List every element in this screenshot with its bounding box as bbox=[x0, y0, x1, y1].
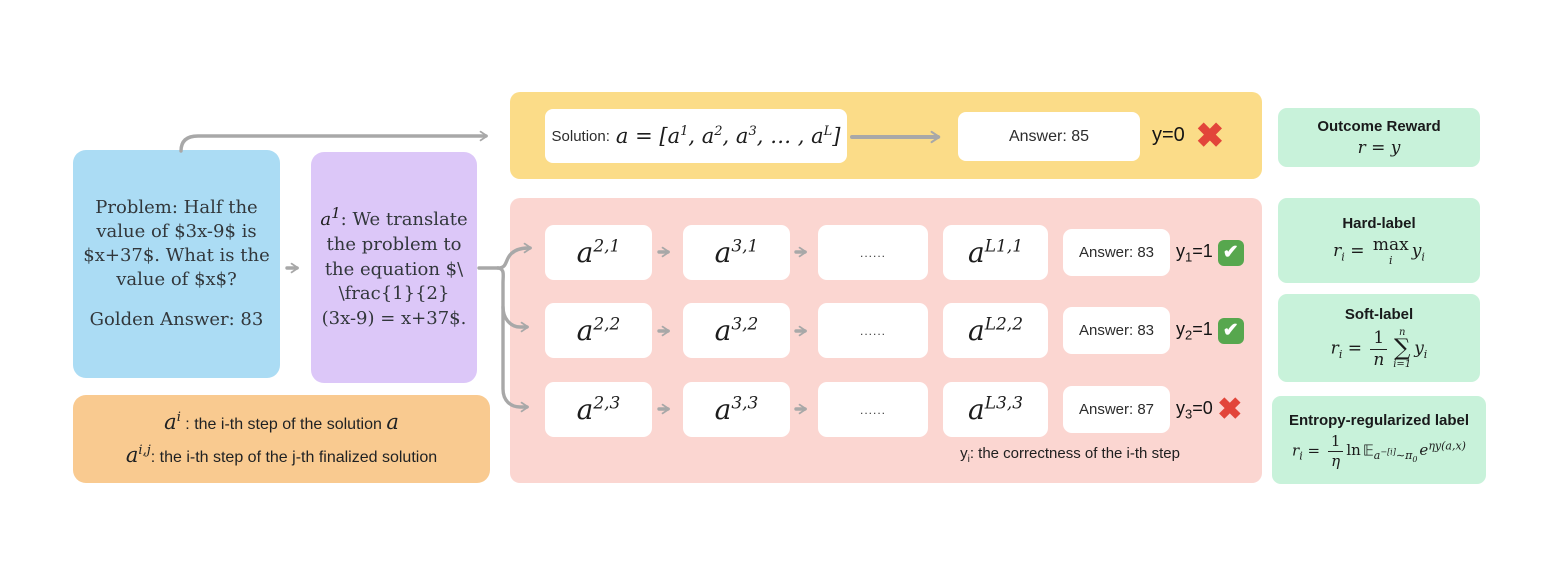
reward-title: Entropy-regularized label bbox=[1288, 411, 1470, 429]
step-cell: a2,1 bbox=[545, 225, 652, 280]
y-value-label: y2=1 bbox=[1176, 318, 1213, 343]
correct-check-icon bbox=[1217, 239, 1244, 266]
ellipsis-cell: ...... bbox=[818, 382, 928, 437]
solution-label: Solution: bbox=[551, 127, 610, 145]
step1-symbol: a1 bbox=[320, 203, 341, 230]
final-step-cell: aL1,1 bbox=[943, 225, 1048, 280]
answer-cell: Answer: 83 bbox=[1063, 229, 1170, 276]
step1-line: the problem to bbox=[326, 233, 462, 255]
final-step-cell: aL2,2 bbox=[943, 303, 1048, 358]
step1-line: \frac{1}{2} bbox=[338, 283, 450, 305]
outcome-reward-box: Outcome Reward r = y bbox=[1278, 108, 1480, 167]
row1-label: y1=1 bbox=[1176, 225, 1244, 280]
ellipsis-cell: ...... bbox=[818, 225, 928, 280]
final-answer-card: Answer: 85 bbox=[958, 112, 1140, 161]
row2-label: y2=1 bbox=[1176, 303, 1244, 358]
y-value-label: y3=0 bbox=[1176, 397, 1213, 422]
problem-to-solution-arrow bbox=[179, 130, 488, 153]
row3-label: y3=0 bbox=[1176, 382, 1245, 437]
sampled-continuations-panel: a2,1 a3,1 ...... aL1,1 Answer: 83 y1=1 a… bbox=[510, 198, 1262, 483]
reward-title: Soft-label bbox=[1344, 306, 1414, 324]
step-cell: a3,2 bbox=[683, 303, 790, 358]
step-cell: a3,1 bbox=[683, 225, 790, 280]
golden-answer: Golden Answer: 83 bbox=[89, 308, 264, 330]
reward-title: Hard-label bbox=[1342, 215, 1416, 232]
a-symbol: a bbox=[386, 410, 399, 435]
solution-formula: a = [a1, a2, a3, … , aL] bbox=[615, 124, 841, 148]
reward-title: Outcome Reward bbox=[1317, 117, 1441, 135]
first-step-box: a1: We translate the problem to the equa… bbox=[311, 152, 477, 383]
incorrect-cross-icon bbox=[1193, 119, 1227, 153]
problem-line: value of $x$? bbox=[116, 268, 237, 290]
correct-check-icon bbox=[1217, 317, 1244, 344]
problem-box: Problem: Half the value of $3x-9$ is $x+… bbox=[73, 150, 280, 378]
problem-line: value of $3x-9$ is bbox=[96, 221, 257, 243]
solution-card: Solution: a = [a1, a2, a3, … , aL] bbox=[545, 109, 847, 163]
step-cell: a3,3 bbox=[683, 382, 790, 437]
problem-line: $x+37$. What is the bbox=[83, 245, 270, 267]
problem-line: Problem: Half the bbox=[95, 197, 258, 219]
answer-cell: Answer: 83 bbox=[1063, 307, 1170, 354]
final-step-cell: aL3,3 bbox=[943, 382, 1048, 437]
notation-legend-box: ai : the i-th step of the solution a ai,… bbox=[73, 395, 490, 483]
answer-cell: Answer: 87 bbox=[1063, 386, 1170, 433]
incorrect-cross-icon bbox=[1215, 395, 1245, 425]
outcome-reward-formula: r = y bbox=[1357, 137, 1401, 158]
a-ij-symbol: ai,j bbox=[125, 443, 151, 467]
step1-line: (3x-9) = x+37$. bbox=[321, 308, 467, 330]
legend-line-1: ai : the i-th step of the solution a bbox=[164, 410, 399, 435]
legend-line-2: ai,j: the i-th step of the j-th finalize… bbox=[125, 443, 438, 467]
full-solution-panel: Solution: a = [a1, a2, a3, … , aL] Answe… bbox=[510, 92, 1262, 179]
y-value-label: y=0 bbox=[1152, 124, 1185, 146]
y-value-label: y1=1 bbox=[1176, 240, 1213, 265]
outcome-label: y=0 bbox=[1152, 109, 1227, 162]
step-cell: a2,3 bbox=[545, 382, 652, 437]
step-cell: a2,2 bbox=[545, 303, 652, 358]
ellipsis-cell: ...... bbox=[818, 303, 928, 358]
step1-line1: a1: We translate bbox=[320, 203, 468, 230]
correctness-caption: yi: the correctness of the i-th step bbox=[960, 445, 1180, 465]
step1-line: the equation $\ bbox=[324, 258, 464, 280]
a-i-symbol: ai bbox=[164, 410, 181, 435]
